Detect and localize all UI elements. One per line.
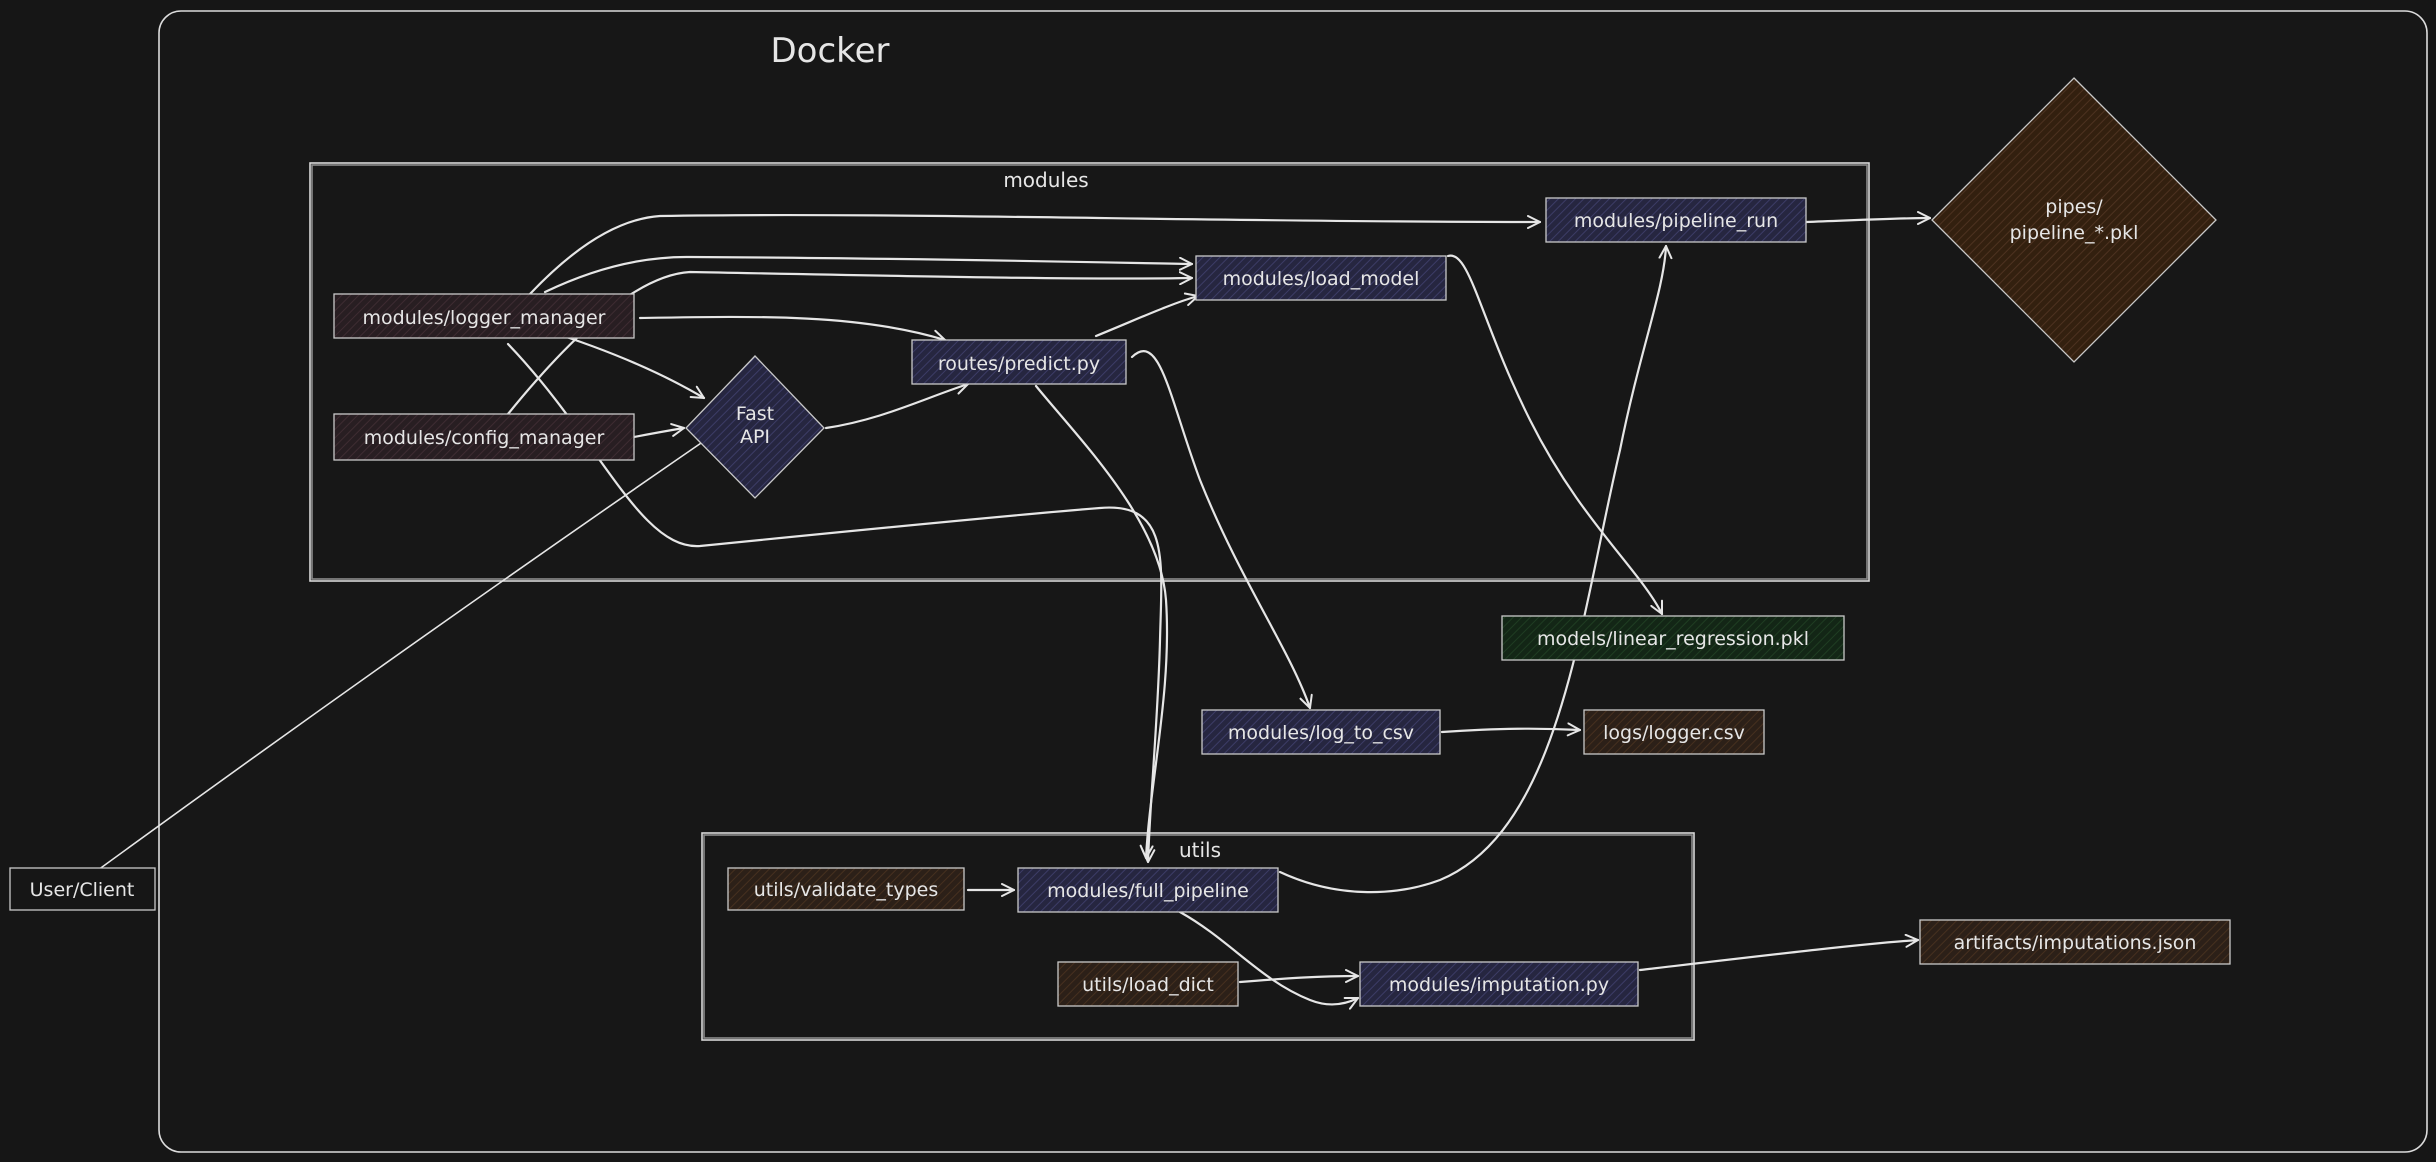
node-pipes-label-line1: pipes/: [2045, 196, 2103, 218]
node-imputations-json-label: artifacts/imputations.json: [1954, 932, 2197, 954]
connections: [97, 211, 1932, 1010]
arrow-predict-to-log-to-csv: [1130, 350, 1313, 710]
node-user-client[interactable]: User/Client: [9, 867, 156, 911]
node-load-dict-label: utils/load_dict: [1082, 974, 1214, 996]
node-load-model-label: modules/load_model: [1223, 268, 1420, 290]
arrow-logger-to-load-model: [543, 255, 1194, 294]
node-logger-manager-label: modules/logger_manager: [363, 307, 606, 329]
node-pipeline-run-label: modules/pipeline_run: [1574, 210, 1778, 232]
arrow-full-pipeline-to-imputation: [1178, 910, 1360, 1010]
node-user-client-label: User/Client: [30, 879, 135, 901]
node-log-to-csv[interactable]: modules/log_to_csv: [1201, 709, 1441, 755]
node-logger-csv[interactable]: logs/logger.csv: [1583, 709, 1765, 755]
node-load-model[interactable]: modules/load_model: [1195, 255, 1447, 301]
arrow-load-model-to-linear-regression: [1446, 254, 1664, 616]
node-predict-label: routes/predict.py: [938, 353, 1100, 375]
node-full-pipeline[interactable]: modules/full_pipeline: [1017, 867, 1279, 913]
node-imputation-label: modules/imputation.py: [1389, 974, 1609, 996]
utils-group-title: utils: [1179, 838, 1221, 862]
node-log-to-csv-label: modules/log_to_csv: [1228, 722, 1414, 744]
node-pipes-label-line2: pipeline_*.pkl: [2010, 222, 2139, 244]
node-predict[interactable]: routes/predict.py: [911, 339, 1127, 385]
node-linear-regression[interactable]: models/linear_regression.pkl: [1501, 615, 1845, 661]
arrow-logger-to-log-to-csv: [506, 342, 1163, 864]
arrow-full-pipeline-to-pipeline-run: [1278, 244, 1673, 894]
node-linear-regression-label: models/linear_regression.pkl: [1537, 628, 1809, 650]
arrow-logger-to-pipeline-run: [528, 213, 1542, 296]
arrow-load-dict-to-imputation: [1238, 969, 1360, 984]
docker-title: Docker: [770, 31, 889, 71]
arrow-logger-to-predict: [638, 315, 947, 344]
node-load-dict[interactable]: utils/load_dict: [1057, 961, 1239, 1007]
node-imputation[interactable]: modules/imputation.py: [1359, 961, 1639, 1007]
node-fastapi[interactable]: Fast API: [685, 355, 825, 499]
node-imputations-json[interactable]: artifacts/imputations.json: [1919, 919, 2231, 965]
arrow-imputation-to-json: [1638, 933, 1920, 972]
node-fastapi-label-line1: Fast: [736, 403, 774, 425]
arrow-client-to-fastapi: [97, 429, 721, 871]
node-validate-types-label: utils/validate_types: [754, 879, 938, 901]
arrow-log-to-csv-to-logger-csv: [1440, 722, 1582, 737]
node-fastapi-label-line2: API: [740, 426, 770, 448]
arrow-predict-to-full-pipeline: [1034, 384, 1169, 860]
utils-group: utils: [701, 832, 1695, 1041]
arrow-fastapi-to-predict: [824, 381, 970, 430]
node-config-manager-label: modules/config_manager: [364, 427, 605, 449]
node-config-manager[interactable]: modules/config_manager: [333, 413, 635, 461]
node-logger-manager[interactable]: modules/logger_manager: [333, 293, 635, 339]
arrow-predict-to-load-model: [1094, 292, 1200, 338]
node-pipeline-run[interactable]: modules/pipeline_run: [1545, 197, 1807, 243]
node-validate-types[interactable]: utils/validate_types: [727, 867, 965, 911]
arrow-pipeline-run-to-pipes: [1804, 211, 1932, 226]
node-pipes[interactable]: pipes/ pipeline_*.pkl: [1931, 77, 2217, 363]
node-logger-csv-label: logs/logger.csv: [1603, 722, 1745, 744]
node-full-pipeline-label: modules/full_pipeline: [1047, 880, 1249, 902]
arrow-config-to-fastapi: [632, 423, 686, 439]
modules-group-title: modules: [1003, 168, 1088, 192]
modules-group: modules: [309, 162, 1870, 582]
